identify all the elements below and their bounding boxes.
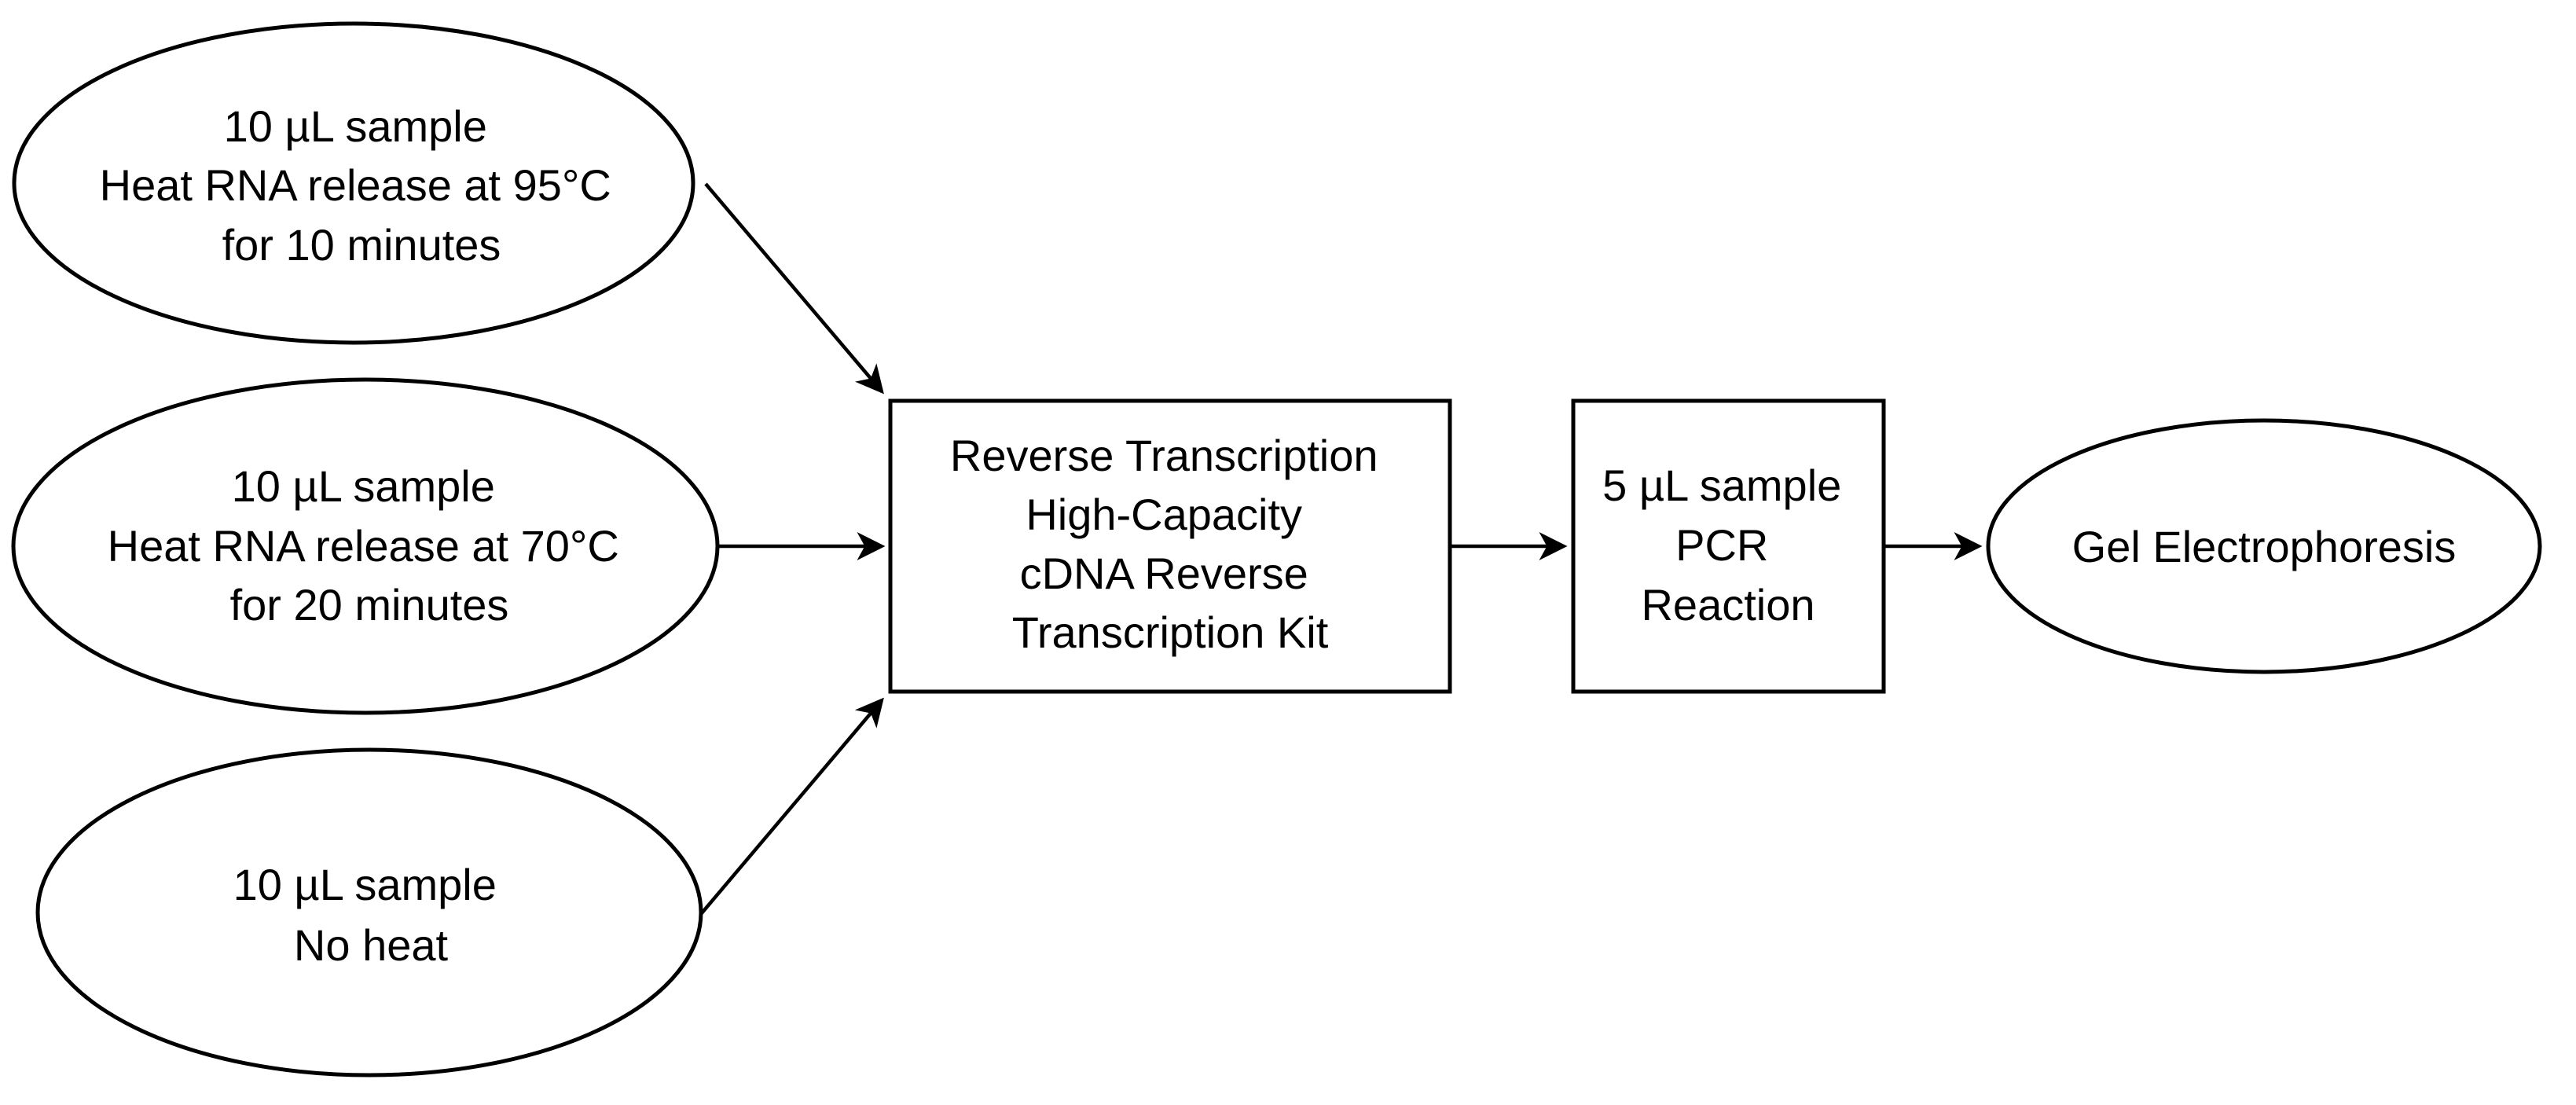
node-line: 5 µL sample (1602, 461, 1841, 510)
rect-reverse-transcription (888, 398, 1452, 694)
node-text-sample-95: 10 µL sample Heat RNA release at 95°C fo… (100, 101, 624, 270)
node-text-sample-noheat: 10 µL sample No heat (233, 860, 509, 970)
node-line: Gel Electrophoresis (2072, 522, 2457, 571)
node-text-reverse-transcription: Reverse Transcription High-Capacity cDNA… (950, 431, 1390, 657)
node-line: cDNA Reverse (1020, 549, 1308, 598)
node-line: No heat (294, 920, 449, 970)
edge-noheat-to-rt (699, 697, 884, 916)
node-line: High-Capacity (1026, 490, 1302, 539)
edge-sample95-to-rt (704, 182, 884, 395)
node-line: 10 µL sample (224, 101, 487, 151)
node-line: PCR (1675, 520, 1768, 570)
node-reverse-transcription: Reverse Transcription High-Capacity cDNA… (888, 398, 1452, 694)
ellipse-sample-noheat (35, 747, 703, 1077)
node-line: Heat RNA release at 95°C (100, 160, 611, 210)
ellipse-gel-electrophoresis (1986, 418, 2542, 674)
node-text-pcr: 5 µL sample PCR Reaction (1602, 461, 1854, 630)
node-text-sample-70: 10 µL sample Heat RNA release at 70°C fo… (108, 461, 632, 630)
node-sample-70: 10 µL sample Heat RNA release at 70°C fo… (11, 377, 720, 715)
edges (699, 182, 1983, 916)
node-line: Transcription Kit (1012, 608, 1329, 657)
node-sample-noheat: 10 µL sample No heat (35, 747, 703, 1077)
node-line: Reaction (1641, 580, 1815, 630)
node-line: 10 µL sample (233, 860, 497, 909)
node-gel-electrophoresis: Gel Electrophoresis (1986, 418, 2542, 674)
node-line: Reverse Transcription (950, 431, 1378, 480)
node-line: for 20 minutes (230, 580, 509, 630)
node-line: Heat RNA release at 70°C (108, 521, 619, 571)
node-pcr: 5 µL sample PCR Reaction (1571, 398, 1886, 694)
rect-pcr (1571, 398, 1886, 694)
node-sample-95: 10 µL sample Heat RNA release at 95°C fo… (12, 21, 695, 345)
ellipse-sample-95 (12, 21, 695, 345)
node-line: 10 µL sample (232, 461, 495, 511)
node-line: for 10 minutes (222, 220, 501, 270)
node-text-gel-electrophoresis: Gel Electrophoresis (2072, 522, 2457, 571)
ellipse-sample-70 (11, 377, 720, 715)
